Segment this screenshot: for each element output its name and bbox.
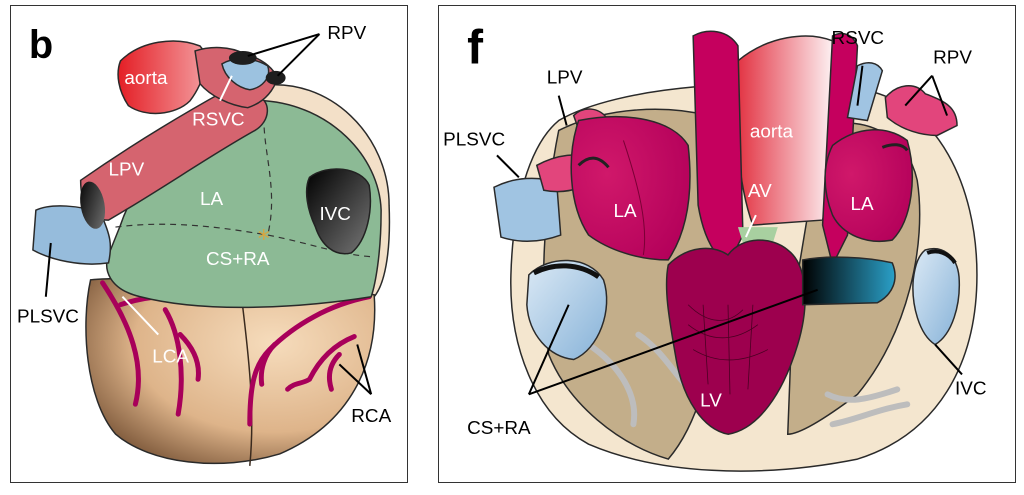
asterisk-marker: *: [258, 225, 270, 253]
label-av: AV: [748, 181, 772, 202]
label-la: LA: [200, 189, 224, 210]
la-right-chamber: [824, 129, 913, 242]
label-plsvc: PLSVC: [443, 129, 505, 150]
label-rsvc: RSVC: [832, 28, 885, 49]
lv-trabeculae: [687, 304, 769, 395]
label-cs-ra: CS+RA: [206, 249, 270, 270]
label-lpv: LPV: [109, 159, 145, 180]
lpv-vessel: [79, 89, 269, 221]
panel-b-diagram: * b RPV aorta RSVC LPV LA IVC CS+RA PLSV…: [17, 23, 392, 466]
rpv-opening-2: [265, 70, 286, 85]
label-rca: RCA: [351, 406, 391, 427]
panel-letter-b: b: [29, 23, 53, 67]
label-aorta: aorta: [750, 121, 794, 142]
label-rpv: RPV: [327, 23, 366, 44]
label-lca: LCA: [152, 346, 189, 367]
label-lpv: LPV: [547, 68, 583, 89]
label-ivc: IVC: [955, 378, 987, 399]
label-rsvc: RSVC: [192, 110, 244, 131]
panel-f-diagram: f LPV PLSVC RSVC RPV aorta AV LA LA LV I…: [443, 22, 987, 472]
rpv-opening-1: [228, 50, 257, 65]
la-left-chamber: [570, 115, 691, 261]
label-la-right: LA: [850, 194, 874, 215]
lv-chamber: [665, 239, 806, 435]
panel-f: f LPV PLSVC RSVC RPV aorta AV LA LA LV I…: [438, 5, 1016, 483]
label-la-left: LA: [613, 201, 637, 222]
rsvc-vessel: [846, 62, 884, 122]
aorta-vessel: [117, 40, 206, 115]
panel-b: * b RPV aorta RSVC LPV LA IVC CS+RA PLSV…: [10, 5, 408, 483]
panel-letter-f: f: [467, 22, 483, 75]
label-lv: LV: [700, 390, 722, 411]
label-rpv: RPV: [933, 48, 972, 69]
rca-vessels: [247, 294, 372, 427]
label-cs-ra: CS+RA: [467, 418, 531, 439]
label-ivc: IVC: [319, 204, 351, 225]
grey-vessels: [585, 331, 911, 428]
label-plsvc: PLSVC: [17, 307, 79, 328]
label-aorta: aorta: [124, 68, 168, 89]
plsvc-vessel: [493, 177, 562, 243]
cs-ra-right: [801, 256, 896, 306]
rpv-vessel: [884, 85, 958, 137]
ivc-opening: [305, 168, 372, 255]
lpv-opening: [80, 181, 106, 229]
